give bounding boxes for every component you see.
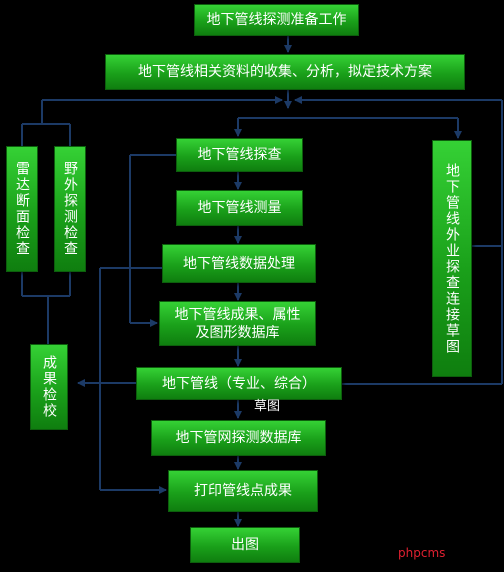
box-right1-label: 地下管线外业探查连接草图 xyxy=(444,162,460,355)
box-left3-label: 成果检校 xyxy=(41,355,57,419)
box-b8-caption: 草图 xyxy=(254,399,281,414)
box-b1: 地下管线探测准备工作 xyxy=(194,4,359,36)
box-b3-label: 地下管线探查 xyxy=(197,147,282,163)
box-b5-label: 地下管线数据处理 xyxy=(183,255,295,272)
box-b5: 地下管线数据处理 xyxy=(162,244,316,283)
box-left1: 雷达断面检查 xyxy=(6,146,38,272)
box-b4-measure: 地下管线测量 xyxy=(176,190,303,226)
box-b11-label: 出图 xyxy=(231,537,259,553)
box-left3: 成果检校 xyxy=(30,344,68,430)
box-b2-label: 地下管线相关资料的收集、分析，拟定技术方案 xyxy=(138,64,432,80)
box-left2: 野外探测检查 xyxy=(54,146,86,272)
box-b3: 地下管线探查 xyxy=(176,138,303,172)
box-b8: 地下管线（专业、综合） xyxy=(136,367,342,400)
box-b10: 打印管线点成果 xyxy=(168,470,318,512)
box-left2-label: 野外探测检查 xyxy=(62,161,78,257)
box-b2: 地下管线相关资料的收集、分析，拟定技术方案 xyxy=(105,54,465,90)
box-b6-label: 地下管线成果、属性及图形数据库 xyxy=(174,306,301,341)
watermark: phpcms xyxy=(398,546,446,560)
box-b10-label: 打印管线点成果 xyxy=(194,483,292,499)
box-b8-label: 地下管线（专业、综合） xyxy=(162,375,316,392)
box-b4-measure-label: 地下管线测量 xyxy=(197,200,282,216)
box-b11: 出图 xyxy=(190,527,300,563)
box-b9: 地下管网探测数据库 xyxy=(151,420,326,456)
box-b9-label: 地下管网探测数据库 xyxy=(175,430,302,446)
box-b1-label: 地下管线探测准备工作 xyxy=(206,12,347,28)
box-right1: 地下管线外业探查连接草图 xyxy=(432,140,472,377)
box-left1-label: 雷达断面检查 xyxy=(14,161,30,257)
box-b6: 地下管线成果、属性及图形数据库 xyxy=(159,301,316,346)
